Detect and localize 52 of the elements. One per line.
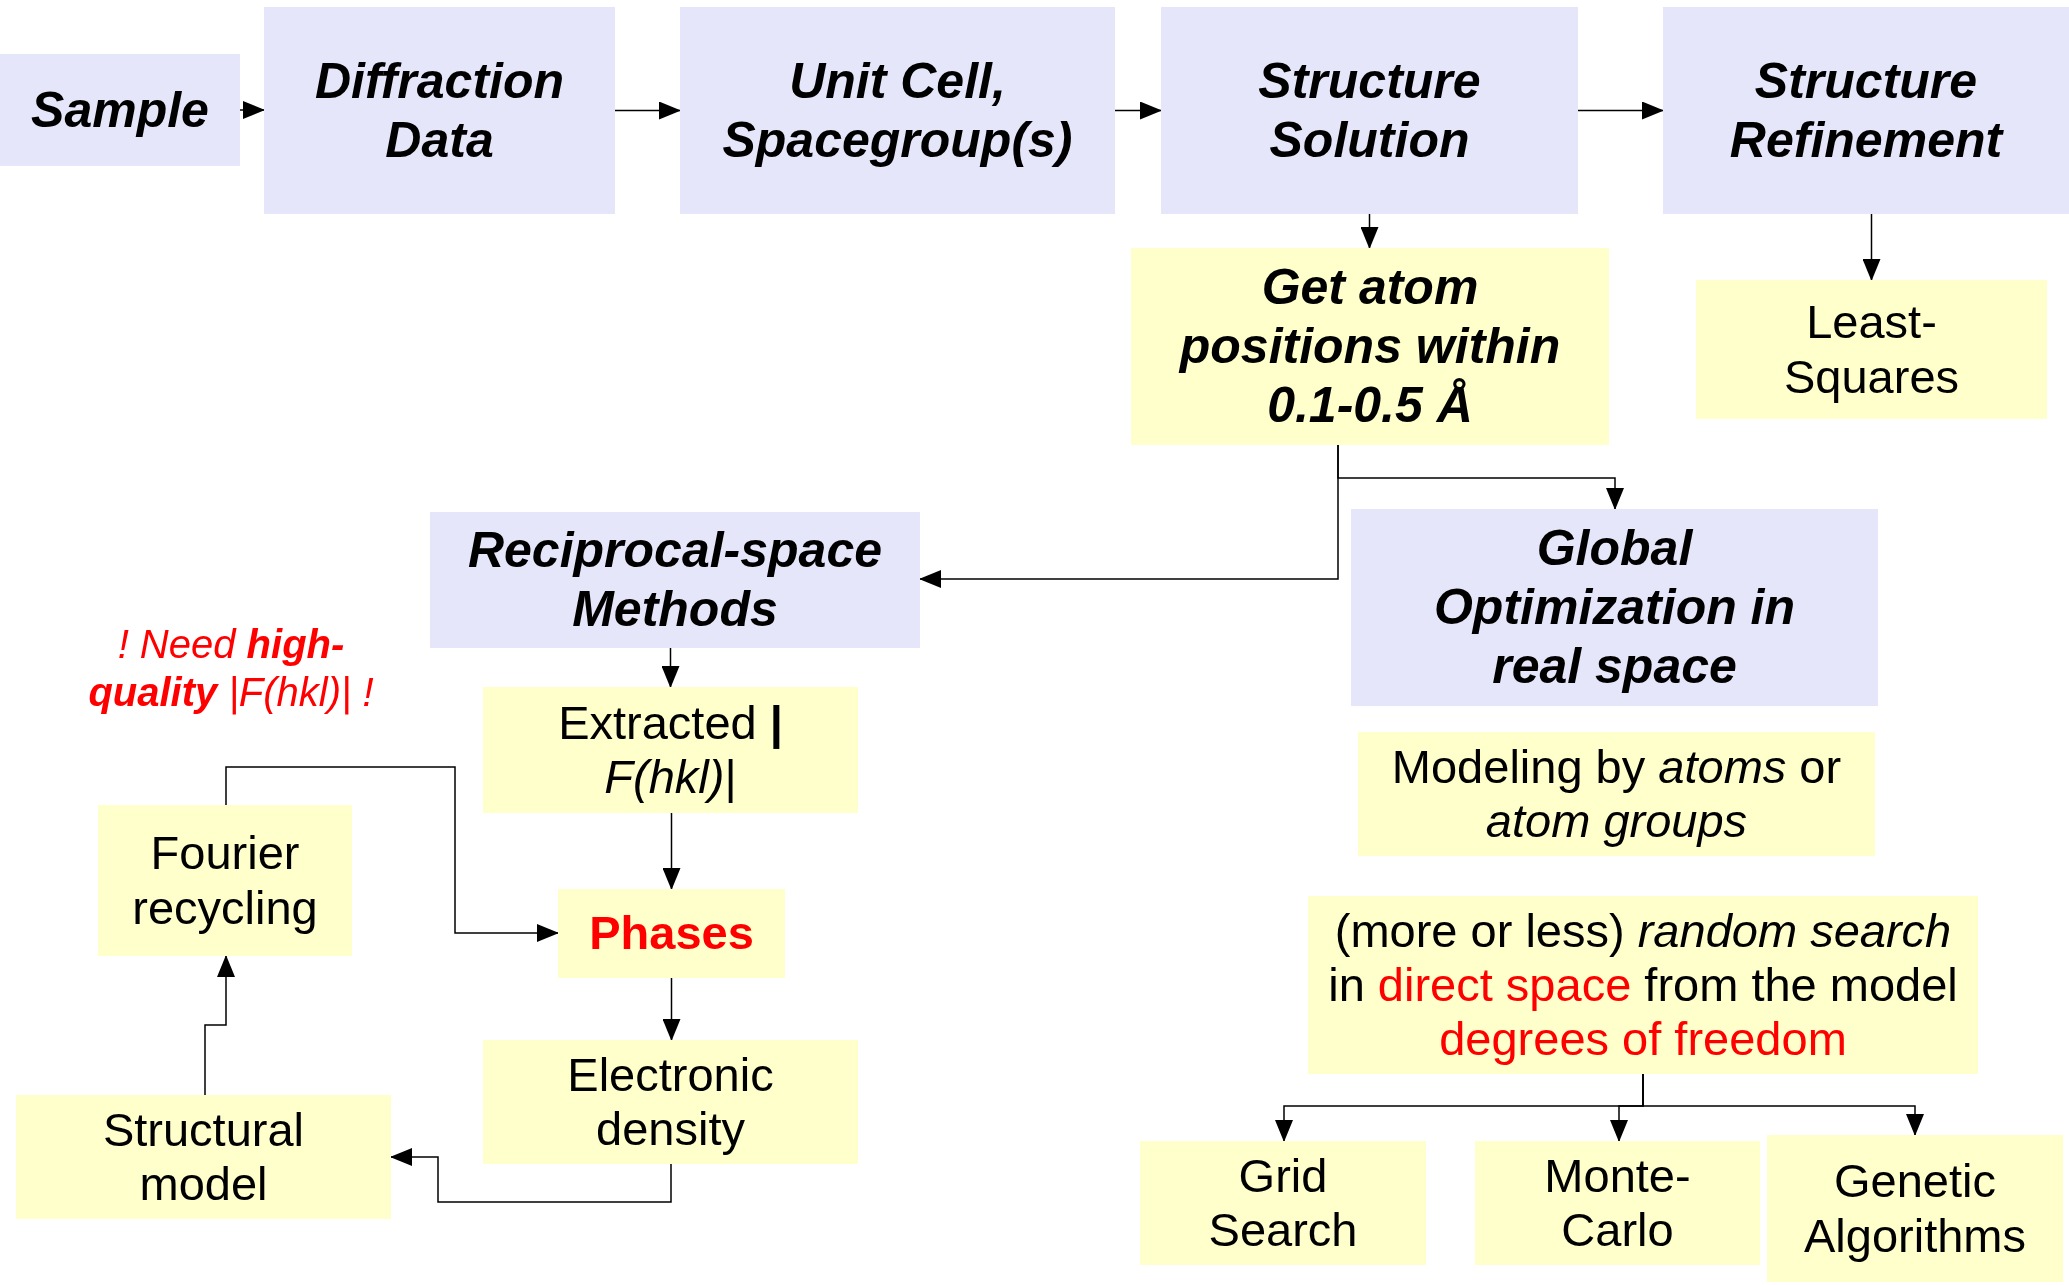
- note-box: [1767, 1135, 2063, 1282]
- note-box: [483, 687, 858, 813]
- box-label: Grid Search: [1207, 1148, 1359, 1258]
- arrow: [204, 955, 235, 1096]
- box-label: Unit Cell, Spacegroup(s): [721, 51, 1074, 170]
- stage-box: [680, 7, 1115, 214]
- warning-note: ! Need high-quality |F(hkl)| !: [87, 621, 375, 716]
- box-label: Structure Refinement: [1728, 51, 2005, 170]
- stage-box: [430, 512, 920, 648]
- arrow: [614, 101, 681, 120]
- arrow: [225, 766, 559, 942]
- box-label: Extracted | F(hkl)|: [557, 695, 784, 805]
- box-label: Sample: [31, 80, 209, 140]
- box-label: Get atom positions within 0.1-0.5 Å: [1177, 258, 1562, 435]
- arrow: [1360, 213, 1379, 249]
- box-label: Electronic density: [566, 1047, 775, 1157]
- arrow: [919, 444, 1339, 588]
- stage-box: [0, 54, 240, 166]
- note-box: [483, 1040, 858, 1164]
- box-label: Global Optimization in real space: [1432, 519, 1797, 696]
- arrow: [1114, 101, 1162, 120]
- note-box: [98, 805, 352, 956]
- box-label: Monte-Carlo: [1543, 1148, 1692, 1258]
- box-label: Modeling by atoms or atom groups: [1390, 739, 1843, 849]
- arrow: [390, 1148, 672, 1203]
- box-label: Phases: [589, 906, 754, 961]
- arrow: [662, 812, 681, 890]
- box-label: (more or less) random search in direct space from the model degrees of freedom: [1327, 903, 1959, 1067]
- note-box: [558, 889, 785, 978]
- box-label: Structural model: [101, 1102, 306, 1212]
- box-label: Least-Squares: [1782, 295, 1961, 404]
- box-label: Fourier recycling: [131, 826, 319, 935]
- note-box: [1475, 1141, 1760, 1265]
- stage-box: [1663, 7, 2069, 214]
- arrow: [239, 101, 265, 119]
- arrow: [662, 977, 681, 1041]
- arrow: [1862, 213, 1881, 281]
- box-label: Genetic Algorithms: [1803, 1154, 2027, 1263]
- note-box: [1131, 248, 1609, 445]
- arrow: [661, 647, 680, 688]
- stage-box: [1351, 509, 1878, 706]
- note-box: [1696, 280, 2047, 419]
- box-label: Diffraction Data: [313, 51, 566, 170]
- stage-box: [264, 7, 615, 214]
- stage-box: [1161, 7, 1578, 214]
- note-box: [1358, 732, 1875, 856]
- box-label: Reciprocal-space Methods: [466, 521, 884, 639]
- arrow: [1577, 101, 1664, 120]
- box-label: Structure Solution: [1257, 51, 1482, 170]
- note-box: [1140, 1141, 1426, 1265]
- arrow: [1642, 1073, 1924, 1136]
- note-box: [16, 1095, 391, 1219]
